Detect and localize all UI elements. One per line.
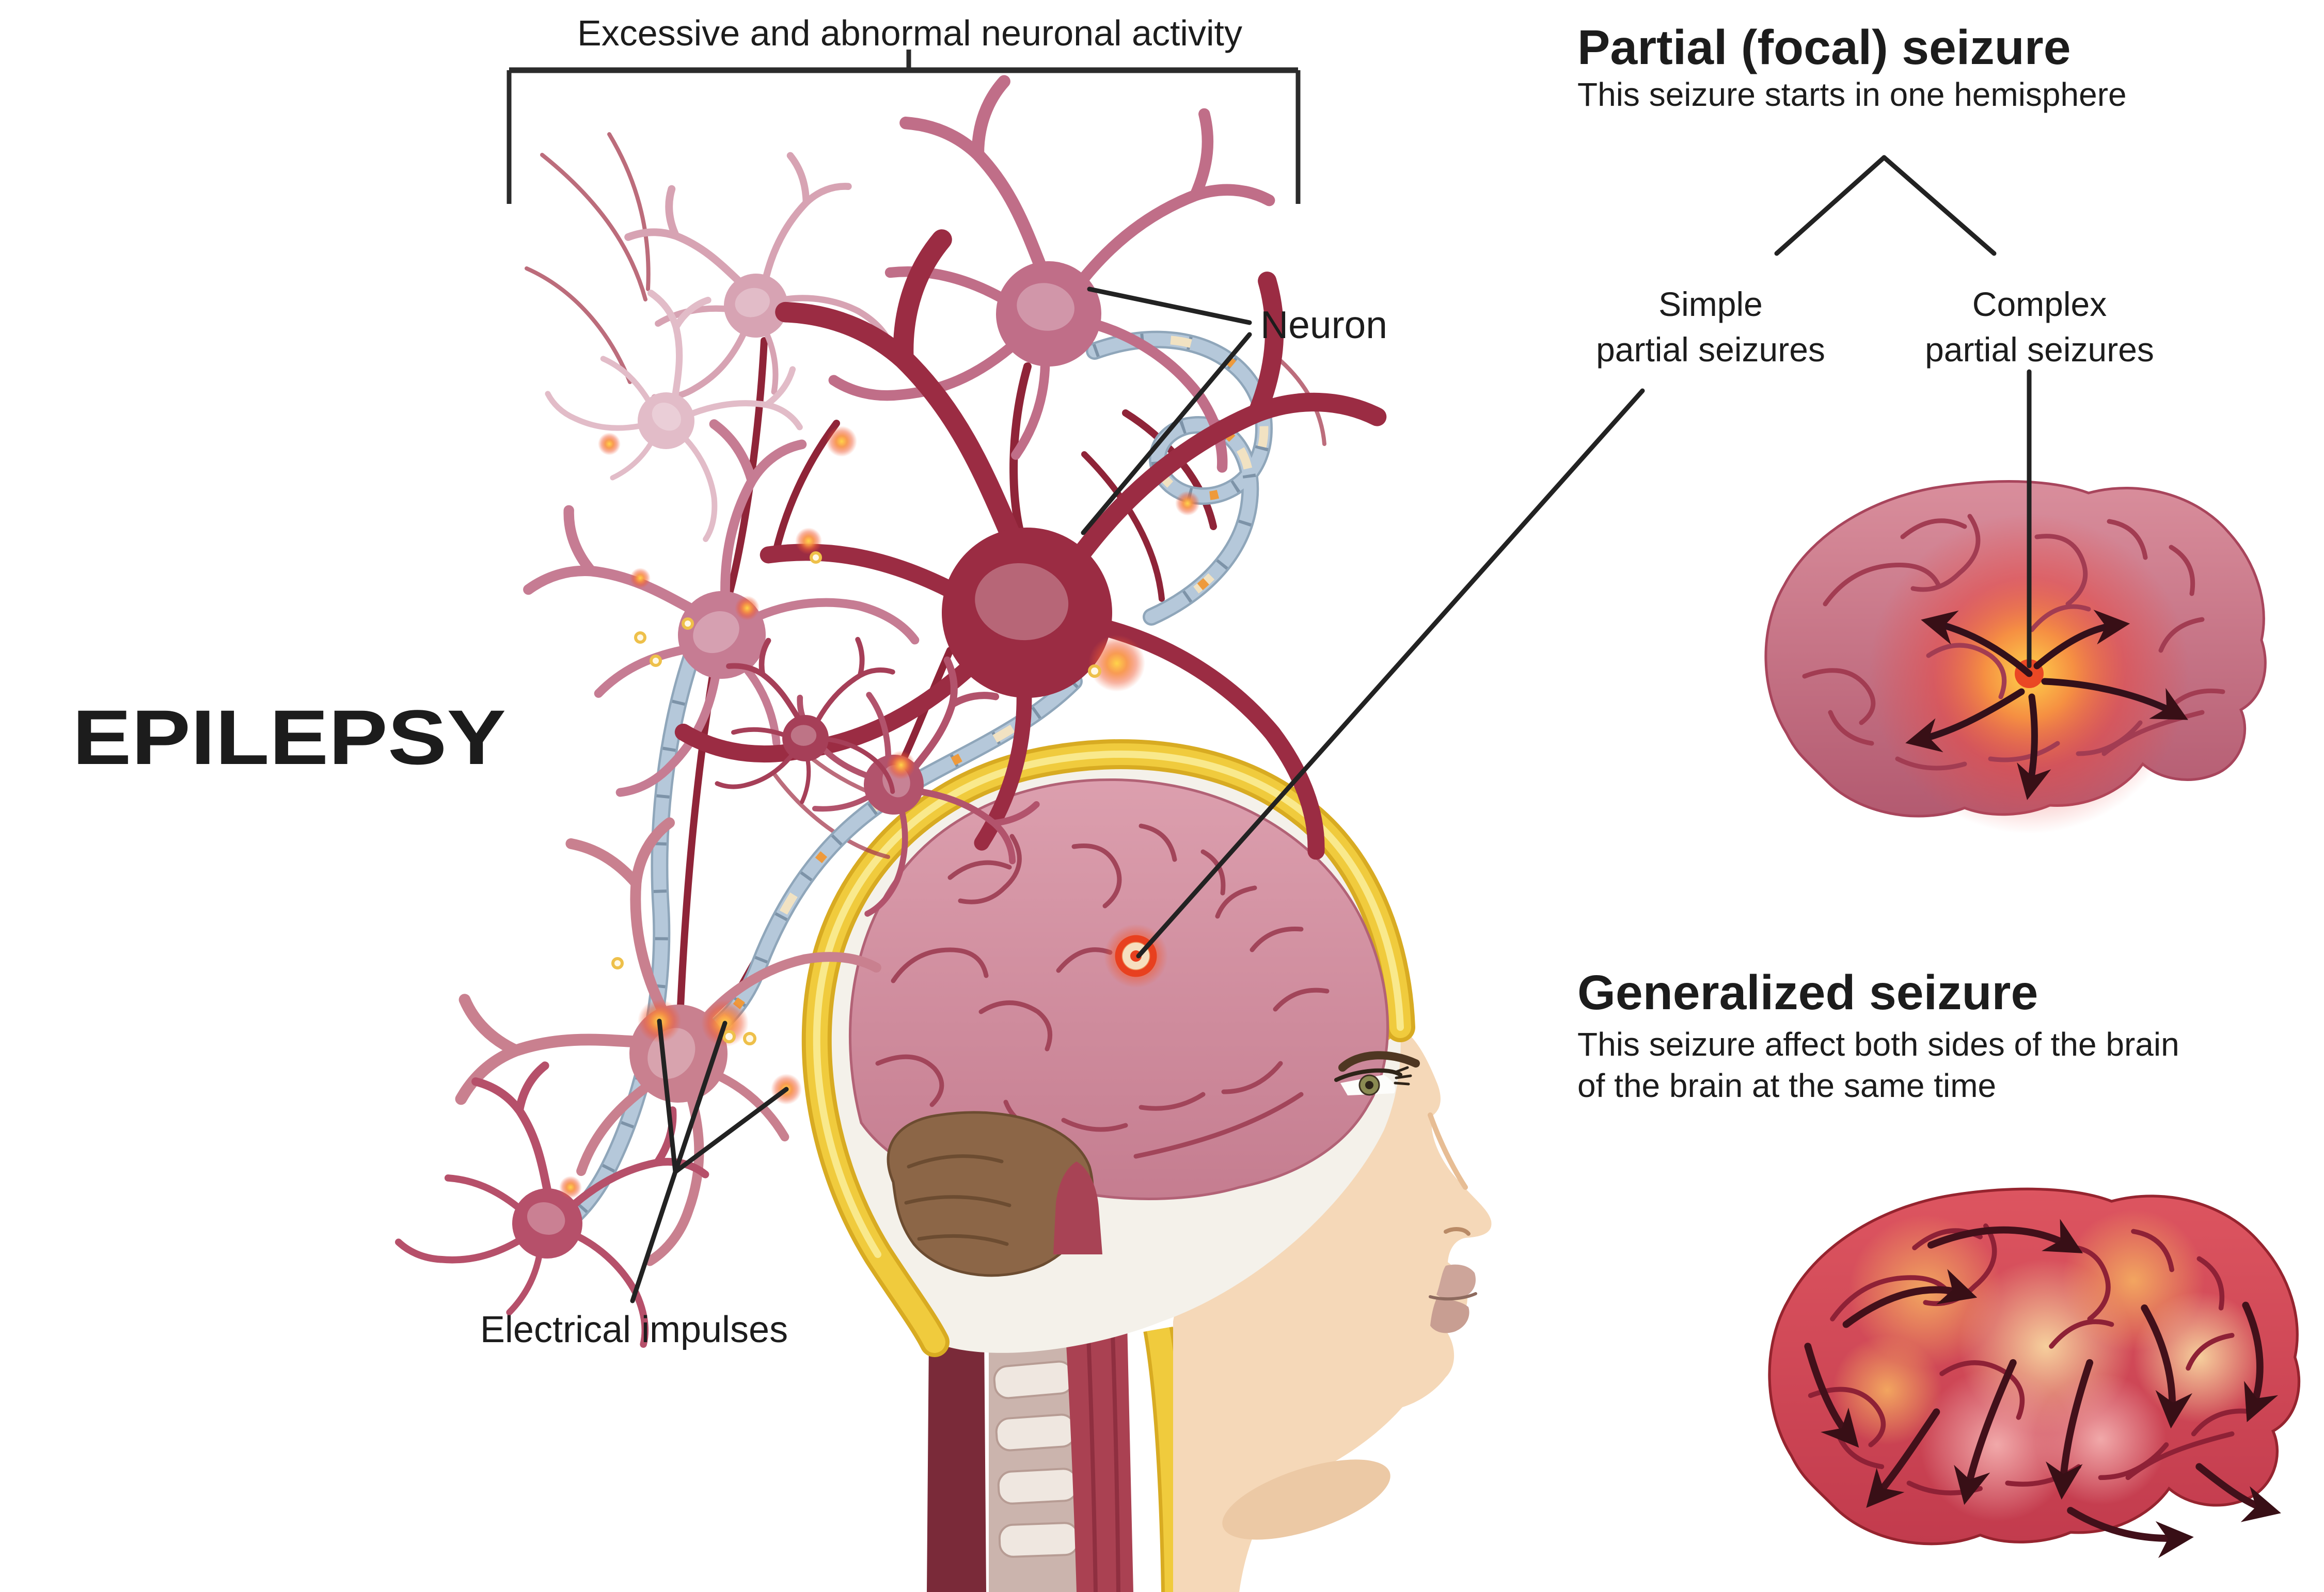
generalized-subheading-line2: of the brain at the same time: [1577, 1067, 1996, 1104]
partial-heading: Partial (focal) seizure: [1577, 20, 2071, 75]
brainstem: [1053, 1161, 1102, 1254]
annotation-lines: [507, 50, 2032, 1303]
simple-label-line1: Simple: [1658, 285, 1763, 323]
facial-features: [1334, 1051, 1477, 1333]
impulse-pointer-lines: [630, 1018, 789, 1303]
simple-label-line2: partial seizures: [1596, 330, 1825, 369]
spread-arrows: [1905, 610, 2188, 800]
head-profile-illustration: [801, 739, 1492, 1592]
spread-arrows: [1804, 1219, 2281, 1558]
generalized-subheading-line1: This seizure affect both sides of the br…: [1577, 1026, 2179, 1063]
upper-lip: [1436, 1264, 1476, 1299]
neuron-pointer-line: [1087, 286, 1252, 325]
branch-lines: [1774, 155, 1997, 256]
lip-seam: [1429, 1292, 1477, 1301]
page-title: EPILEPSY: [72, 694, 506, 781]
myelinated-axon-1: [1095, 340, 1264, 617]
nose-shadow: [1428, 1112, 1468, 1190]
impulses-label: Electrical impulses: [480, 1309, 788, 1350]
simple-pointer-line: [1136, 388, 1645, 959]
eyebrow: [1338, 1051, 1420, 1072]
scalp-yellow-band: [801, 739, 1415, 1357]
partial-seizure-brain-figure: [1766, 482, 2265, 834]
complex-label-line2: partial seizures: [1925, 330, 2154, 369]
lower-lip: [1430, 1299, 1469, 1333]
activity-bracket: [507, 50, 1301, 204]
activity-label: Excessive and abnormal neuronal activity: [577, 13, 1242, 53]
neuron-label: Neuron: [1260, 303, 1387, 346]
myelinated-axon-3: [547, 656, 692, 1234]
cerebellum: [887, 1111, 1094, 1277]
generalized-seizure-brain-figure: [1769, 1189, 2299, 1558]
lashes: [1393, 1066, 1412, 1086]
eye-pupil: [1365, 1081, 1373, 1089]
complex-label-line1: Complex: [1972, 285, 2107, 323]
generalized-heading: Generalized seizure: [1577, 965, 2038, 1020]
partial-subheading: This seizure starts in one hemisphere: [1577, 76, 2127, 113]
nostril: [1444, 1227, 1471, 1236]
jaw-shadow: [1222, 1459, 1390, 1540]
neuron-pointer-line: [1081, 332, 1252, 535]
